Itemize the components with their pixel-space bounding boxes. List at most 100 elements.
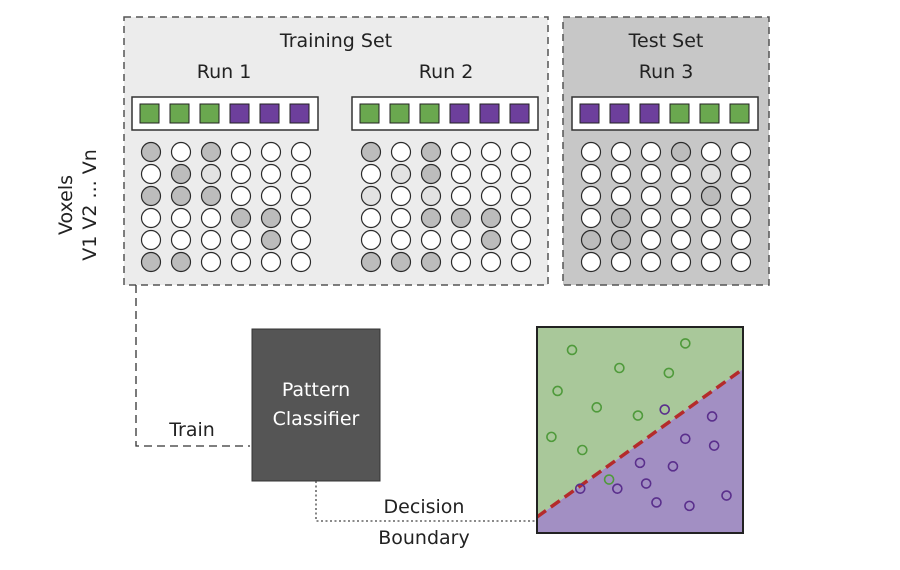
voxel-circle	[480, 185, 502, 207]
voxel-circle	[700, 163, 722, 185]
voxel-circle	[480, 141, 502, 163]
run-1-label: Run 1	[197, 61, 252, 83]
decision-plot-frame	[536, 326, 744, 534]
voxel-circle	[170, 163, 192, 185]
run-2-label-strip	[351, 96, 539, 131]
voxel-circle	[420, 251, 442, 273]
voxel-circle	[640, 229, 662, 251]
voxel-circle	[140, 141, 162, 163]
voxel-circle	[140, 207, 162, 229]
run-3-label: Run 3	[639, 61, 694, 83]
voxel-circle	[580, 141, 602, 163]
voxel-circle	[260, 185, 282, 207]
voxel-circle	[510, 141, 532, 163]
voxel-circle	[170, 229, 192, 251]
voxel-circle	[510, 185, 532, 207]
voxels-axis-label: Voxels V1 V2 ... Vn	[55, 149, 101, 260]
voxel-circle	[200, 207, 222, 229]
voxel-circle	[420, 163, 442, 185]
voxel-circle	[580, 185, 602, 207]
run-3-group	[571, 96, 759, 273]
voxel-circle	[450, 163, 472, 185]
voxel-circle	[730, 141, 752, 163]
voxel-circle	[200, 185, 222, 207]
condition-label-green	[729, 103, 750, 124]
voxel-circle	[260, 163, 282, 185]
voxel-circle	[450, 251, 472, 273]
green-point	[566, 344, 578, 356]
train-label: Train	[168, 419, 215, 441]
purple-point	[640, 478, 652, 489]
condition-label-green	[669, 103, 690, 124]
voxel-circle	[390, 229, 412, 251]
classifier-line-2: Classifier	[273, 408, 360, 430]
purple-point	[680, 433, 691, 445]
condition-label-green	[169, 103, 190, 124]
voxel-circle	[420, 141, 442, 163]
condition-label-purple	[609, 103, 630, 124]
voxel-circle	[670, 251, 692, 273]
run-1-group	[131, 96, 319, 273]
pattern-classifier-box	[251, 328, 381, 482]
voxel-circle	[360, 141, 382, 163]
training-set-panel	[123, 16, 549, 286]
condition-label-purple	[639, 103, 660, 124]
purple-point	[651, 497, 662, 508]
voxels-sublabel: V1 V2 ... Vn	[79, 149, 101, 260]
purple-point	[684, 500, 695, 512]
voxel-circle	[730, 207, 752, 229]
condition-label-purple	[579, 103, 600, 124]
voxel-circle	[610, 163, 632, 185]
voxel-circle	[360, 185, 382, 207]
voxel-circle	[580, 163, 602, 185]
run-2-group	[351, 96, 539, 273]
voxel-circle	[360, 163, 382, 185]
voxel-circle	[700, 251, 722, 273]
green-point	[663, 367, 675, 379]
purple-region	[537, 369, 743, 533]
voxel-circle	[260, 251, 282, 273]
voxel-circle	[510, 207, 532, 229]
voxel-circle	[450, 141, 472, 163]
voxel-circle	[480, 229, 502, 251]
voxel-circle	[700, 207, 722, 229]
green-region	[537, 327, 743, 517]
voxel-circle	[480, 163, 502, 185]
voxel-circle	[610, 185, 632, 207]
voxels-title: Voxels	[55, 175, 77, 235]
run-3-label-strip	[571, 96, 759, 131]
voxel-circle	[610, 207, 632, 229]
condition-label-green	[419, 103, 440, 124]
green-point	[546, 431, 557, 443]
voxel-circle	[480, 207, 502, 229]
green-point	[603, 474, 615, 485]
voxel-circle	[640, 251, 662, 273]
voxel-circle	[640, 141, 662, 163]
voxel-circle	[290, 207, 312, 229]
voxel-circle	[730, 251, 752, 273]
purple-point	[721, 490, 732, 501]
test-set-title: Test Set	[628, 30, 704, 52]
condition-label-purple	[289, 103, 310, 124]
voxel-circle	[260, 141, 282, 163]
condition-label-green	[139, 103, 160, 124]
voxel-circle	[510, 229, 532, 251]
voxel-circle	[670, 185, 692, 207]
run-2-label: Run 2	[419, 61, 474, 83]
condition-label-green	[389, 103, 410, 124]
voxel-circle	[450, 185, 472, 207]
voxel-circle	[510, 163, 532, 185]
voxel-circle	[200, 163, 222, 185]
green-point	[680, 338, 691, 349]
voxel-circle	[480, 251, 502, 273]
voxel-circle	[730, 185, 752, 207]
voxel-circle	[670, 141, 692, 163]
condition-label-purple	[509, 103, 530, 124]
voxel-circle	[420, 185, 442, 207]
voxel-circle	[200, 251, 222, 273]
voxel-circle	[230, 251, 252, 273]
run-1-label-strip	[131, 96, 319, 131]
voxel-circle	[200, 141, 222, 163]
decision-label-line-1: Decision	[384, 496, 465, 518]
